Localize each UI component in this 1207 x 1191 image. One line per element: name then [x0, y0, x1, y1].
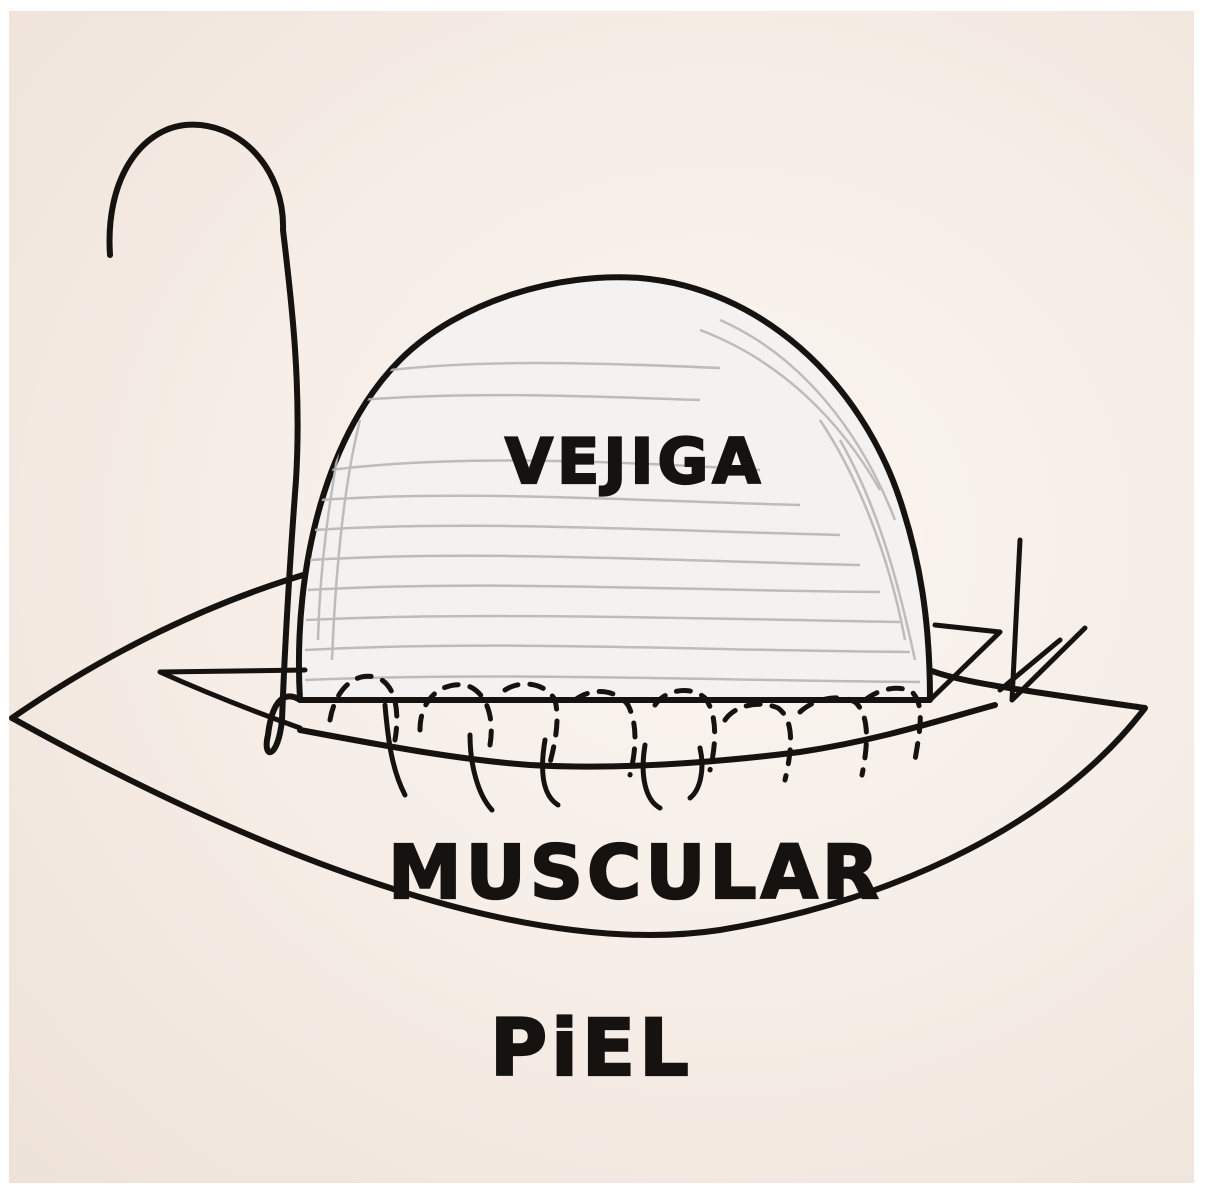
right-flap [930, 540, 1085, 700]
stitch-loops [385, 705, 702, 810]
diagram-canvas: VEJIGA MUSCULAR PiEL [9, 11, 1194, 1183]
drawing-paper: VEJIGA MUSCULAR PiEL [9, 11, 1194, 1183]
bladder-label: VEJIGA [505, 425, 764, 498]
suture-thread [110, 125, 300, 753]
muscle-label: MUSCULAR [388, 830, 883, 916]
skin-label: PiEL [490, 1004, 693, 1094]
incision-edge [300, 705, 995, 767]
